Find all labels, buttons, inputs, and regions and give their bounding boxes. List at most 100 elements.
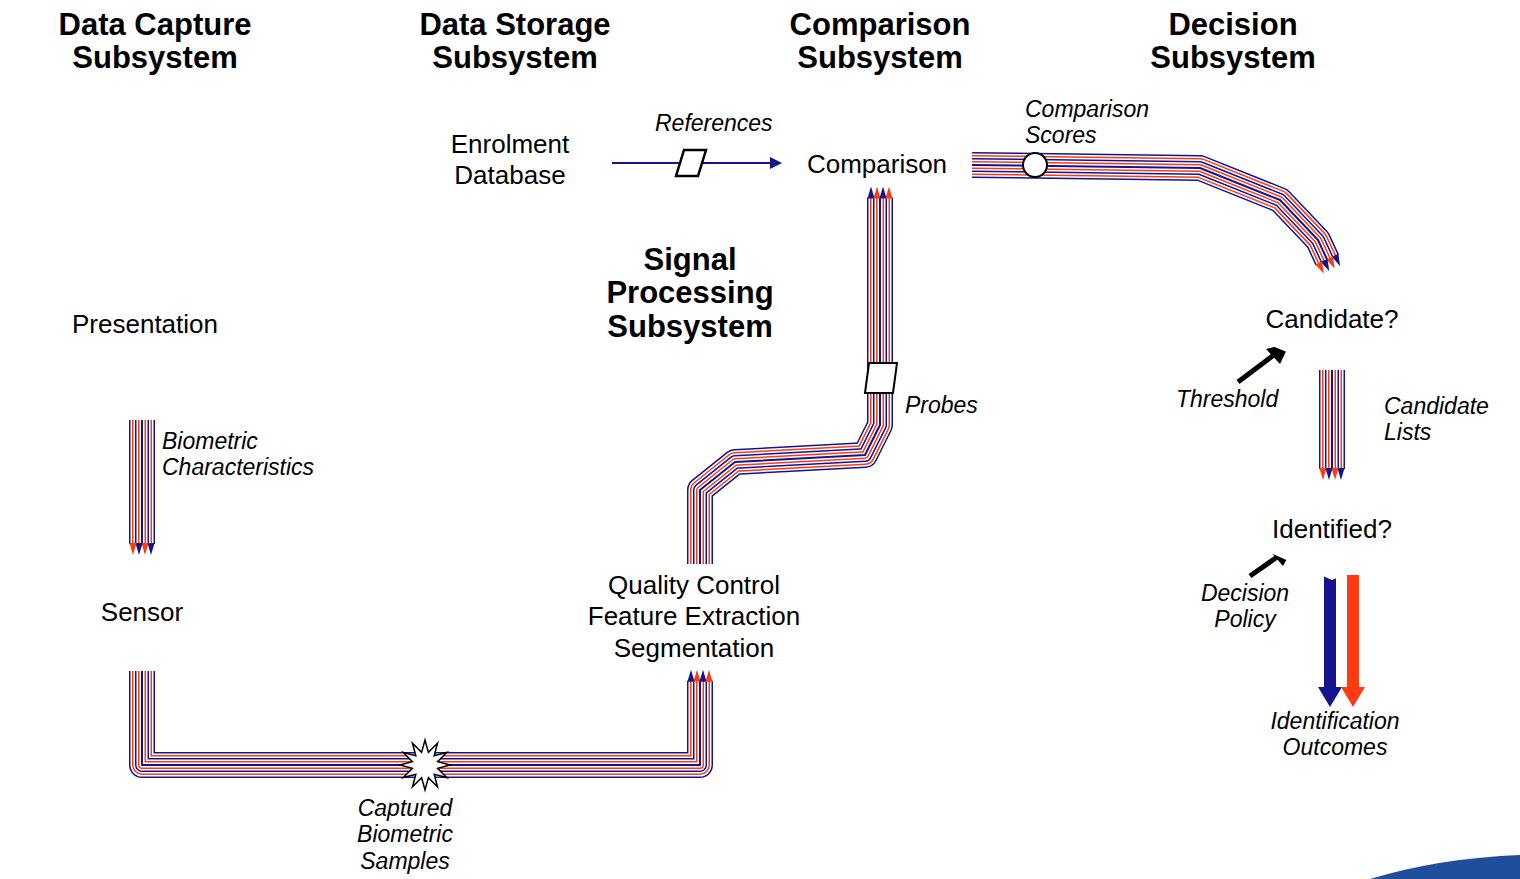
decision-diamond: Identified?	[1218, 480, 1446, 580]
database-box: Enrolment Database	[408, 118, 612, 202]
bundle-strand	[140, 420, 145, 544]
process-box: Comparison	[782, 143, 972, 186]
edge-label: Captured Biometric Samples	[330, 795, 480, 874]
bundle-strand	[134, 420, 151, 544]
arrowhead	[867, 187, 874, 199]
box-fill	[408, 118, 612, 202]
arrowhead	[687, 670, 694, 682]
arrowhead	[1337, 468, 1344, 480]
bundle-strand	[1327, 370, 1338, 469]
threshold-label-box: Threshold	[1176, 386, 1296, 412]
region-shape	[402, 215, 985, 692]
decision-diamond: Candidate?	[1206, 270, 1459, 370]
region-shape	[14, 85, 300, 690]
bundle-strand	[1331, 370, 1333, 469]
sample-bundle	[129, 420, 154, 555]
edge-label: References	[655, 110, 773, 136]
burst-fill	[24, 231, 270, 420]
outcome-arrowhead-blue	[1318, 687, 1342, 707]
edge-label-box: Probes	[905, 392, 1015, 418]
bundle-strand	[1324, 370, 1341, 469]
corner-logo	[1370, 855, 1520, 879]
policy-label-box: Decision Policy	[1185, 580, 1305, 633]
subsystem-heading: Comparison Subsystem	[750, 8, 1010, 75]
edge-label: Probes	[905, 392, 978, 418]
bundle-strand	[137, 420, 148, 544]
threshold-label: Threshold	[1176, 386, 1278, 412]
arrowhead	[885, 187, 892, 199]
box-fill	[557, 564, 831, 670]
circle-fill	[84, 555, 200, 671]
bundle-strand	[972, 165, 1327, 260]
bundle-strand	[1321, 370, 1344, 469]
edge-label-box: References	[655, 110, 795, 136]
region-group	[14, 85, 300, 690]
bundle-strand	[972, 165, 1327, 260]
score-bundle	[972, 165, 1340, 274]
bundle-strand	[1322, 370, 1342, 469]
reference-symbol	[676, 150, 706, 176]
edge-label: Candidate Lists	[1384, 393, 1514, 446]
arrowhead	[1331, 468, 1338, 480]
arrowhead	[141, 543, 148, 555]
edge-label-box: Biometric Characteristics	[162, 428, 362, 481]
bundle-strand	[1328, 370, 1336, 469]
box-fill	[782, 143, 972, 186]
outcome-arrowhead-red	[1341, 687, 1365, 707]
edge-label: Biometric Characteristics	[162, 428, 362, 481]
bundle-strand	[972, 165, 1327, 260]
outcome-arrow-blue	[1324, 575, 1336, 687]
arrowhead	[699, 670, 706, 682]
subsystem-heading: Signal Processing Subsystem	[580, 243, 800, 343]
node-label: Identified?	[1272, 514, 1392, 545]
presentation-burst: Presentation	[20, 230, 270, 420]
arrowhead	[129, 543, 136, 555]
edge-label: Comparison Scores	[1025, 96, 1195, 149]
diamond-fill	[1206, 270, 1459, 370]
arrowhead	[873, 187, 880, 199]
arrowhead	[135, 543, 142, 555]
bundle-strand	[972, 165, 1327, 260]
node-label: Enrolment Database	[420, 129, 600, 191]
arrowhead	[705, 670, 712, 682]
bundle-strand	[1330, 370, 1335, 469]
identification-panel	[1048, 440, 1446, 802]
bundle-strand	[129, 420, 155, 544]
region-group	[1040, 97, 1446, 802]
region-shape	[1040, 97, 1438, 427]
node-label: Quality Control Feature Extraction Segme…	[569, 570, 819, 664]
bundle-strand	[135, 420, 149, 544]
outcome-label-box: Identification Outcomes	[1245, 708, 1425, 761]
comparison-region: Comparison SubsystemComparison	[690, 0, 1060, 300]
probe-symbol	[865, 363, 897, 393]
score-symbol	[1023, 153, 1047, 177]
arrowhead	[147, 543, 154, 555]
subsystem-heading: Data Storage Subsystem	[385, 8, 645, 75]
edge-label-box: Captured Biometric Samples	[330, 795, 480, 874]
policy-leader	[1250, 555, 1280, 576]
region-group	[402, 215, 985, 692]
bundle-strand	[972, 165, 1327, 260]
bundle-strand	[972, 165, 1327, 260]
node-label: Sensor	[101, 597, 183, 628]
bundle-strand	[138, 420, 146, 544]
outcome-label: Identification Outcomes	[1245, 708, 1425, 761]
bundle-strand	[972, 165, 1327, 260]
bundle-strand	[1325, 370, 1339, 469]
signal-region: Signal Processing SubsystemQuality Contr…	[395, 205, 995, 700]
burst-outline	[400, 740, 450, 790]
bundle-strand	[972, 165, 1327, 260]
policy-label: Decision Policy	[1185, 580, 1305, 633]
sensor-circle: Sensor	[84, 555, 200, 671]
bundle-strand	[1319, 370, 1345, 469]
edge-label-box: Comparison Scores	[1025, 96, 1195, 149]
arrowhead	[1325, 468, 1332, 480]
arrowhead	[1319, 468, 1326, 480]
capture-region: Data Capture SubsystemPresentationSensor	[0, 0, 320, 700]
arrowhead	[1315, 261, 1323, 273]
sample-symbol	[400, 740, 450, 790]
arrowhead	[879, 187, 886, 199]
node-label: Presentation	[72, 309, 218, 340]
node-label: Comparison	[807, 149, 947, 180]
bundle-strand	[131, 420, 154, 544]
